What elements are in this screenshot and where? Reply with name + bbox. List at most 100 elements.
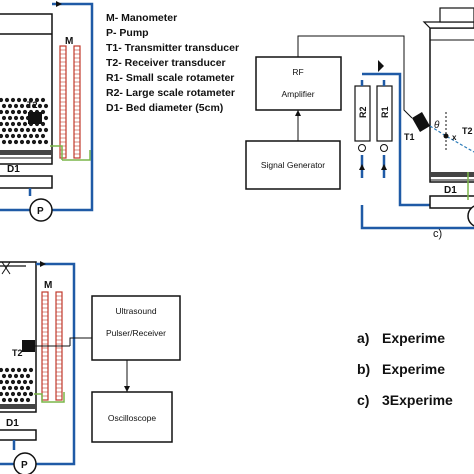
bed-particle	[43, 139, 49, 145]
bed-particle	[1, 139, 7, 145]
manometer-label-a: M	[65, 36, 73, 47]
bed-particle	[13, 127, 19, 133]
bed-particle	[16, 109, 22, 115]
bed-particle	[16, 367, 22, 373]
bed-particle	[1, 103, 7, 109]
bed-particle	[4, 97, 10, 103]
bed-particle	[1, 127, 7, 133]
bed-particle	[7, 127, 13, 133]
bed-particle	[10, 97, 16, 103]
bed-particle	[25, 127, 31, 133]
bed-label-a: D1	[7, 164, 20, 175]
transducer-b	[22, 340, 35, 352]
valve-r1	[380, 144, 388, 152]
bed-particle	[0, 109, 4, 115]
bed-particle	[22, 367, 28, 373]
base-a	[0, 175, 53, 189]
bed-particle	[1, 397, 7, 403]
legend-item-bed-diameter: D1- Bed diameter (5cm)	[106, 102, 223, 114]
bed-particle	[43, 115, 49, 121]
bed-particle	[22, 121, 28, 127]
bed-particle	[1, 373, 7, 379]
bed-particle	[19, 103, 25, 109]
bed-particle	[13, 115, 19, 121]
caption-b-text: Experime	[382, 361, 445, 377]
bed-particle	[7, 373, 13, 379]
bed-particle	[16, 133, 22, 139]
bed-particle	[28, 391, 34, 397]
pipe-b	[0, 262, 76, 466]
pressure-line-a	[50, 145, 91, 161]
bed-particle	[10, 379, 16, 385]
rf-amplifier-line2: Amplifier	[281, 89, 314, 99]
oscilloscope-label: Oscilloscope	[108, 413, 156, 423]
bed-particle	[16, 391, 22, 397]
bed-particle	[10, 121, 16, 127]
bed-particle	[7, 385, 13, 391]
bed-particle	[28, 367, 34, 373]
legend-item-transmitter: T1- Transmitter transducer	[106, 42, 239, 54]
bed-particle	[13, 373, 19, 379]
signal-generator-box	[245, 140, 341, 190]
bed-particle	[13, 397, 19, 403]
rf-amplifier-box	[255, 56, 342, 111]
pulser-cable	[35, 337, 92, 347]
bed-particle	[25, 373, 31, 379]
signal-link-arrow	[295, 110, 301, 116]
rotameter-r2-label: R2	[358, 106, 368, 118]
bed-particle	[25, 397, 31, 403]
bed-particle	[4, 367, 10, 373]
flow-arrow-c2	[381, 164, 387, 170]
bed-particle	[4, 121, 10, 127]
legend: M- Manometer P- Pump T1- Transmitter tra…	[106, 12, 239, 114]
beam-path	[429, 125, 474, 153]
bed-particle	[31, 103, 37, 109]
bed-particle	[10, 367, 16, 373]
bed-particle	[25, 385, 31, 391]
setup-c: RF Amplifier Signal Generator R2 R1 T1 T…	[245, 7, 474, 240]
manometer-label-b: M	[44, 280, 52, 291]
bed-particle	[7, 103, 13, 109]
bed-particle	[22, 379, 28, 385]
legend-item-manometer: M- Manometer	[106, 12, 177, 24]
bed-particle	[19, 397, 25, 403]
setup-b: D1 T2 M P Ultrasound Pulser/Receiver Osc…	[0, 261, 181, 474]
bed-particle	[7, 139, 13, 145]
pump-b	[13, 452, 37, 474]
bed-particle	[16, 97, 22, 103]
bed-particle	[25, 139, 31, 145]
bed-particle	[16, 121, 22, 127]
legend-item-large-rotameter: R2- Large scale rotameter	[106, 87, 235, 99]
bed-particle	[0, 391, 4, 397]
distributor-c	[430, 172, 474, 177]
bed-particle	[37, 103, 43, 109]
pulser-line1: Ultrasound	[115, 306, 156, 316]
bed-particle	[22, 391, 28, 397]
rf-amplifier-line1: RF	[292, 67, 303, 77]
transducer-t1	[412, 112, 430, 132]
flow-arrow-c1	[359, 164, 365, 170]
x-label: x	[452, 133, 457, 142]
bed-particle	[31, 127, 37, 133]
caption-c-panel: c)	[433, 228, 442, 240]
bed-particle	[1, 115, 7, 121]
bed-particle	[13, 139, 19, 145]
bed-particle	[28, 133, 34, 139]
flow-arrow-a	[56, 1, 62, 7]
bed-particle	[37, 139, 43, 145]
flow-arrow-c3	[378, 60, 384, 72]
bed-particle	[37, 127, 43, 133]
column-c-top	[422, 21, 474, 29]
oscilloscope-box	[91, 391, 173, 443]
bed-particle	[40, 133, 46, 139]
bed-particle	[22, 133, 28, 139]
caption-a-label: a)	[357, 330, 369, 346]
bed-particle	[10, 133, 16, 139]
column-c	[429, 27, 474, 183]
setup-a: D1 T2 M P	[0, 1, 94, 222]
pump-c	[467, 205, 474, 227]
bed-particle	[1, 385, 7, 391]
bed-particle	[4, 391, 10, 397]
bed-particle	[4, 379, 10, 385]
